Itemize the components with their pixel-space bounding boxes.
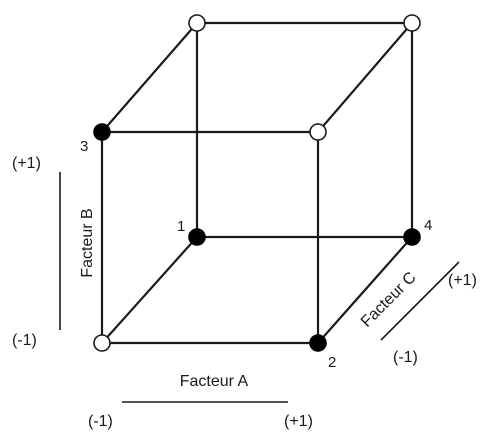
- factor-b-low-label: (-1): [12, 332, 37, 349]
- node-back-top-left: [188, 14, 206, 32]
- node-front-top-left: [93, 123, 111, 141]
- factor-c-label: Facteur C: [358, 269, 420, 331]
- corner-label-1: 1: [177, 218, 185, 235]
- factor-a-high-label: (+1): [284, 413, 313, 430]
- node-back-top-right: [403, 14, 421, 32]
- edge-link-bottom-right: [317, 236, 413, 344]
- factor-c-axis-line: [380, 261, 460, 341]
- edge-link-bottom-left: [101, 236, 198, 344]
- corner-numbers: 1 2 3 4: [80, 138, 432, 371]
- factor-c-high-label: (+1): [448, 272, 477, 289]
- node-back-bottom-right: [403, 228, 421, 246]
- factor-a-label: Facteur A: [180, 373, 249, 390]
- node-back-bottom-left: [188, 228, 206, 246]
- factor-b-label: Facteur B: [79, 208, 96, 277]
- corner-label-3: 3: [80, 138, 88, 155]
- corner-label-4: 4: [424, 217, 432, 234]
- cube-nodes: [93, 14, 421, 352]
- factor-b-axis: (+1) (-1) Facteur B: [12, 155, 96, 349]
- factor-a-axis: Facteur A (-1) (+1): [88, 373, 313, 430]
- factor-c-low-label: (-1): [393, 349, 418, 366]
- node-front-bottom-left: [93, 334, 111, 352]
- factor-a-low-label: (-1): [88, 413, 113, 430]
- node-front-bottom-right: [309, 334, 327, 352]
- factor-b-high-label: (+1): [12, 155, 41, 172]
- corner-label-2: 2: [328, 354, 336, 371]
- cube-edges: [100, 21, 414, 345]
- edge-link-top-left: [101, 22, 198, 133]
- node-front-top-right: [309, 123, 327, 141]
- edge-link-top-right: [317, 22, 413, 133]
